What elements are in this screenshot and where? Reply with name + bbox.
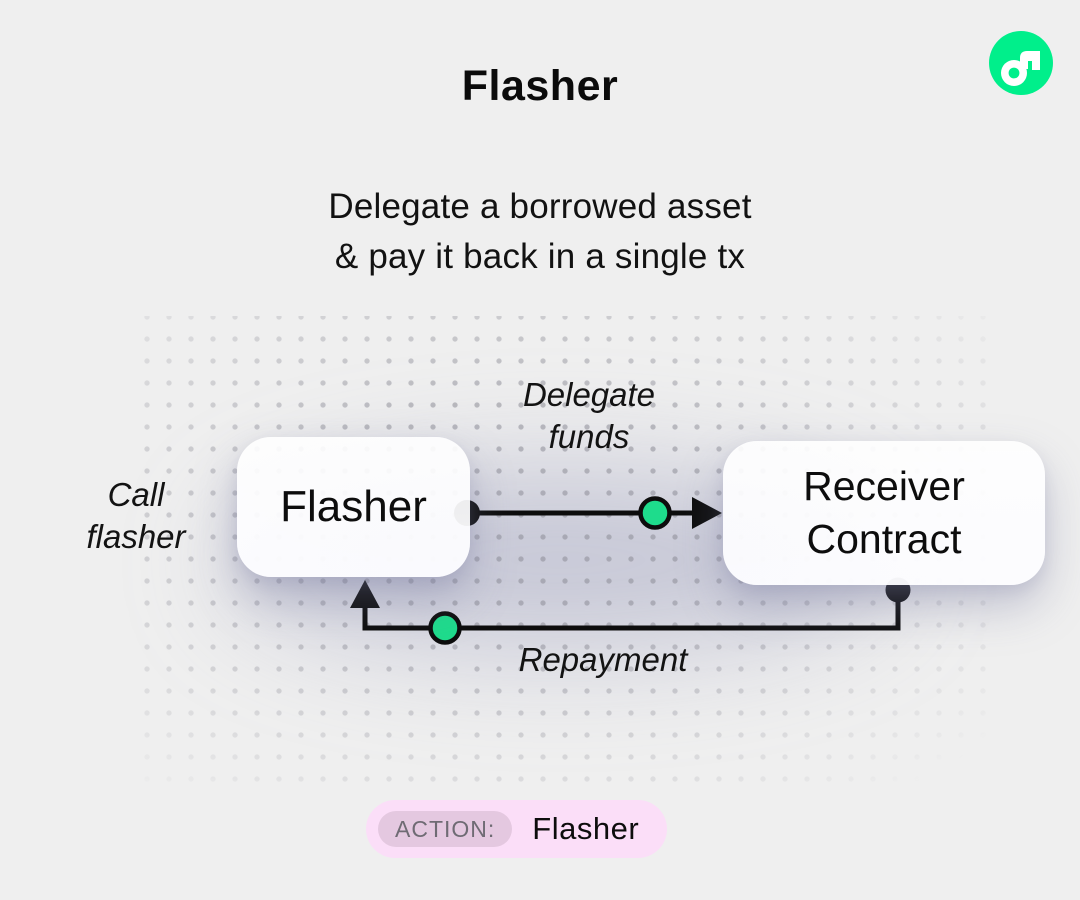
call-label-line-2: flasher — [86, 518, 186, 555]
subtitle-line-2: & pay it back in a single tx — [334, 237, 746, 276]
delegate-label-line-2: funds — [548, 418, 630, 455]
delegate-label-line-1: Delegate — [522, 376, 656, 413]
repayment-label: Repayment — [518, 641, 688, 678]
action-badge: ACTION: Flasher — [366, 800, 668, 858]
receiver-node-label: Receiver Contract — [803, 460, 965, 566]
receiver-label-line-2: Contract — [806, 516, 962, 562]
action-value: Flasher — [532, 811, 640, 846]
call-label-line-1: Call — [107, 476, 165, 513]
page-title: Flasher — [461, 62, 619, 110]
receiver-contract-node: Receiver Contract — [723, 441, 1045, 585]
flow-logo-icon — [988, 30, 1054, 96]
delegate-funds-label: Delegate funds — [458, 374, 720, 458]
flasher-node-label: Flasher — [280, 482, 427, 531]
call-flasher-label: Call flasher — [40, 474, 232, 558]
subtitle-line-1: Delegate a borrowed asset — [328, 187, 752, 226]
receiver-label-line-1: Receiver — [803, 463, 965, 509]
flasher-node: Flasher — [237, 437, 470, 577]
page-subtitle: Delegate a borrowed asset & pay it back … — [0, 182, 1080, 282]
action-chip-label: ACTION: — [378, 811, 513, 847]
